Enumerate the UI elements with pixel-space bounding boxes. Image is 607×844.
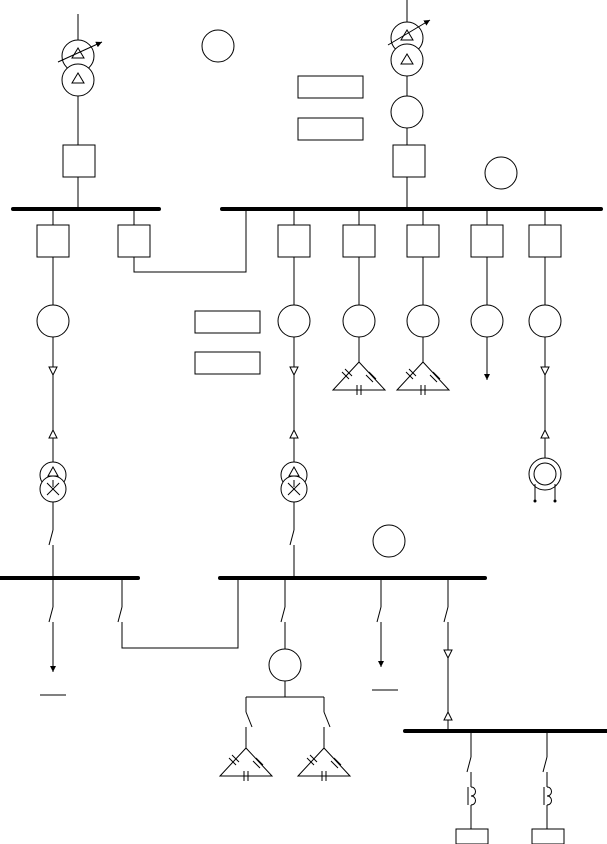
lower-capacitor-feeder bbox=[218, 578, 352, 781]
breaker-box-middle-outgoing bbox=[277, 224, 311, 258]
breaker-box-load bbox=[470, 224, 504, 258]
feeder-circle-load bbox=[470, 304, 504, 338]
reactor-symbol bbox=[528, 457, 562, 503]
capacitor-feeder-1 bbox=[331, 209, 387, 395]
terminal-box-1 bbox=[455, 828, 489, 844]
feeder-circle-middle-outgoing bbox=[277, 304, 311, 338]
feeder-circle-right-incomer bbox=[390, 95, 424, 129]
current-transformer-1 bbox=[467, 786, 476, 806]
middle-outgoing-feeder bbox=[277, 209, 311, 578]
lower-bus-coupler bbox=[117, 578, 239, 649]
terminal-box-2 bbox=[531, 828, 565, 844]
station-transformer-middle bbox=[280, 461, 308, 503]
bus-coupler bbox=[117, 209, 247, 273]
lower-left-outgoing bbox=[40, 578, 66, 696]
capacitor-bank-delta-2 bbox=[395, 361, 451, 395]
blank-label-box-1 bbox=[297, 75, 364, 99]
blank-label-box-4 bbox=[194, 351, 261, 375]
feeder-circle-reactor bbox=[528, 304, 562, 338]
current-transformer-2 bbox=[543, 786, 552, 806]
left-incoming-feeder bbox=[57, 14, 103, 209]
feeder-circle-lower-capacitor bbox=[268, 648, 302, 682]
lower-load-feeder bbox=[372, 578, 398, 691]
station-transformer-left bbox=[39, 461, 67, 503]
feeder-circle-left-outgoing bbox=[36, 304, 70, 338]
reactor-feeder bbox=[528, 209, 562, 503]
breaker-box-reactor bbox=[528, 224, 562, 258]
reference-circle-lower bbox=[372, 524, 406, 558]
capacitor-feeder-2 bbox=[395, 209, 451, 395]
on-load-tap-changer-transformer-right bbox=[387, 19, 431, 77]
breaker-box-left-incomer bbox=[62, 144, 96, 178]
cable-to-third-bus bbox=[443, 578, 453, 731]
right-incoming-feeder bbox=[387, 0, 431, 209]
breaker-box-capacitor-2 bbox=[406, 224, 440, 258]
breaker-box-capacitor-1 bbox=[342, 224, 376, 258]
capacitor-bank-delta-3 bbox=[218, 747, 274, 781]
feeder-circle-capacitor-2 bbox=[406, 304, 440, 338]
terminal-feeder-2 bbox=[531, 731, 565, 844]
capacitor-bank-delta-4 bbox=[296, 747, 352, 781]
breaker-box-coupler bbox=[117, 224, 151, 258]
reference-circle-top bbox=[201, 29, 235, 63]
load-feeder bbox=[470, 209, 504, 380]
capacitor-bank-delta-1 bbox=[331, 361, 387, 395]
feeder-circle-capacitor-1 bbox=[342, 304, 376, 338]
terminal-feeder-1 bbox=[455, 731, 489, 844]
blank-label-box-2 bbox=[297, 117, 364, 141]
on-load-tap-changer-transformer-left bbox=[57, 39, 103, 97]
blank-label-box-3 bbox=[194, 310, 261, 334]
breaker-box-right-incomer bbox=[392, 144, 426, 178]
reference-circle-right bbox=[484, 156, 518, 190]
breaker-box-left-outgoing bbox=[36, 224, 70, 258]
left-outgoing-feeder bbox=[36, 209, 70, 578]
